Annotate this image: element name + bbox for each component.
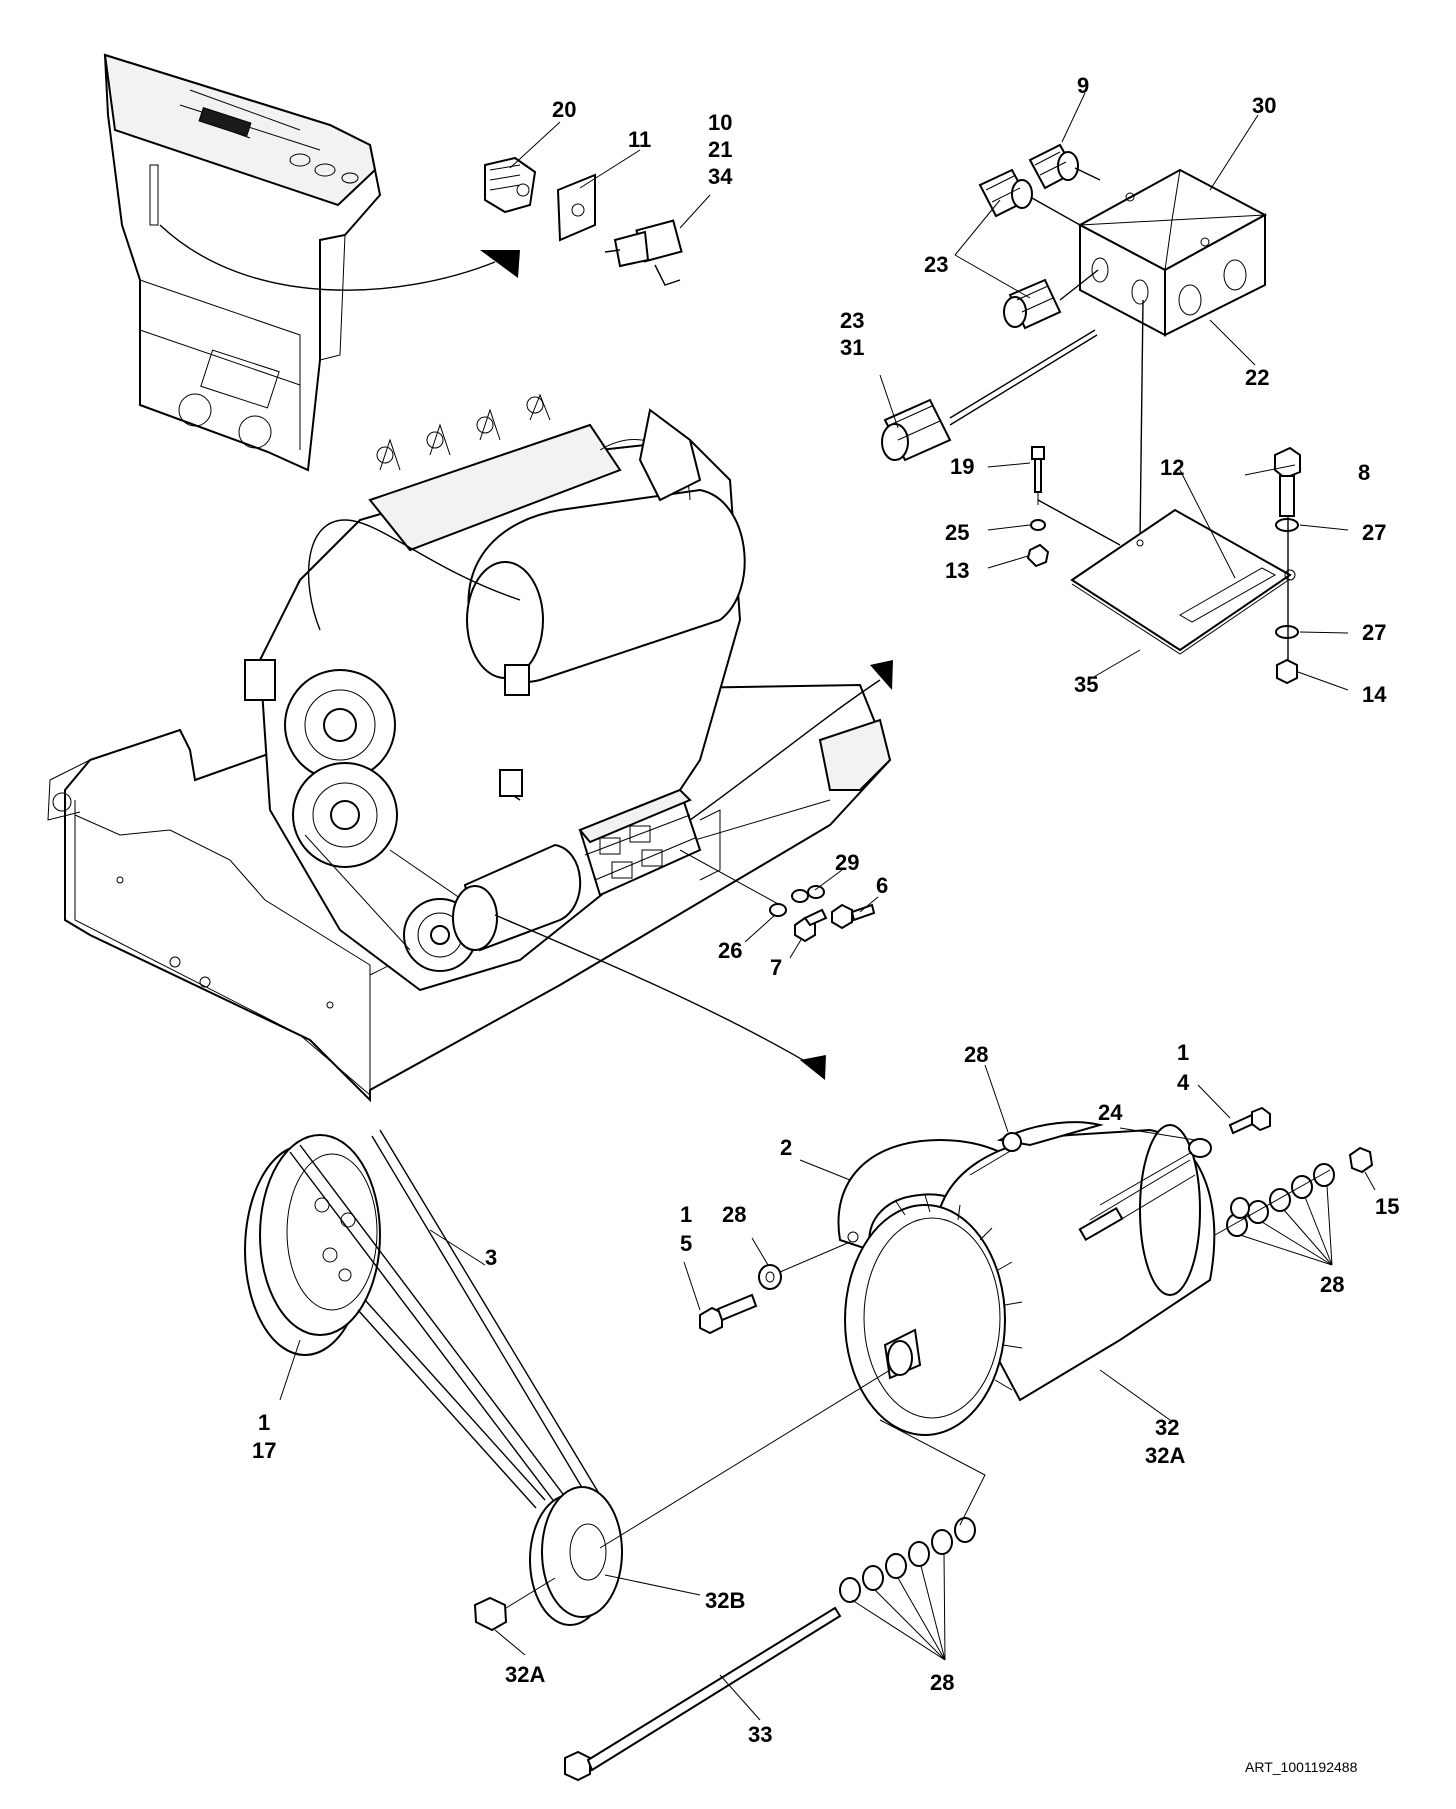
callout-11: 11 (628, 127, 651, 152)
callout-27-lower: 27 (1362, 620, 1386, 645)
callout-28-mid: 28 (722, 1202, 746, 1227)
callout-8: 8 (1358, 460, 1370, 485)
callout-17: 17 (252, 1438, 276, 1463)
callout-34: 34 (708, 164, 733, 189)
cable-gland-9 (1028, 143, 1101, 190)
callout-23-upper: 23 (924, 252, 948, 277)
callout-28-right: 28 (1320, 1272, 1344, 1297)
bolt-4 (1228, 1106, 1271, 1135)
cable-gland-23-upper (978, 168, 1081, 226)
callout-10: 10 (708, 110, 732, 135)
washer-29-a (791, 889, 809, 903)
bolt-5 (699, 1293, 758, 1335)
alternator-pulley-32B (529, 1486, 623, 1626)
callout-19: 19 (950, 454, 974, 479)
callout-20: 20 (552, 97, 576, 122)
leader-alternator-upper (969, 1149, 1193, 1206)
leaders-28-right (1239, 1185, 1333, 1266)
nut-14 (1276, 658, 1298, 685)
callout-24: 24 (1098, 1100, 1123, 1125)
toggle-switch-part (604, 219, 683, 286)
leader-arrow-panel (159, 224, 520, 291)
washer-28-top (1002, 1132, 1022, 1152)
washer-28-mid (758, 1264, 782, 1290)
drive-pulley-17 (244, 1134, 381, 1356)
leader-control-hardware (679, 849, 781, 906)
callout-33: 33 (748, 1722, 772, 1747)
cable-gland-23-lower (1003, 269, 1099, 330)
callout-32A-nut: 32A (505, 1662, 545, 1687)
control-panel-illustration (103, 53, 382, 472)
callout-1-bolt5: 1 (680, 1202, 692, 1227)
callout-leaders (279, 92, 1376, 1721)
washer-stack-28-right (1214, 1163, 1335, 1237)
callout-9: 9 (1077, 73, 1089, 98)
washer-25 (1030, 519, 1046, 531)
alternator-32 (844, 1121, 1216, 1436)
leaders-28-lower (851, 1553, 946, 1661)
leader-arrow-to-junction-box (689, 660, 893, 821)
bolt-7 (794, 908, 828, 943)
callout-13: 13 (945, 558, 969, 583)
callout-2: 2 (780, 1135, 792, 1160)
callout-14: 14 (1362, 682, 1387, 707)
callout-1-pulley: 1 (258, 1410, 270, 1435)
callout-4: 4 (1177, 1070, 1190, 1095)
leader-bolt-5 (779, 1241, 851, 1273)
washer-24 (1188, 1138, 1212, 1158)
callout-5: 5 (680, 1231, 692, 1256)
callout-1-top: 1 (1177, 1040, 1189, 1065)
callout-21: 21 (708, 137, 732, 162)
washer-27-upper (1275, 518, 1299, 532)
bolt-8 (1274, 446, 1301, 517)
callout-23-gland: 23 (840, 308, 864, 333)
washer-29-b (807, 885, 825, 899)
callout-29: 29 (835, 850, 859, 875)
cable-gland-31-with-wire (881, 329, 1098, 462)
washer-27-lower (1275, 625, 1299, 639)
callout-31: 31 (840, 335, 864, 360)
callout-32A-alternator: 32A (1145, 1443, 1185, 1468)
nut-13 (1026, 543, 1050, 568)
bolt-6 (831, 903, 876, 930)
clip-part-20 (484, 156, 537, 214)
nut-15 (1348, 1146, 1374, 1174)
callout-32B: 32B (705, 1588, 745, 1613)
mounting-plate-35 (1070, 508, 1296, 655)
leader-arrow-to-alternator (494, 914, 826, 1080)
callout-7: 7 (770, 955, 782, 980)
callout-15: 15 (1375, 1194, 1399, 1219)
engine-assembly (244, 393, 746, 992)
washer-stack-28-lower (839, 1419, 986, 1603)
callout-30: 30 (1252, 93, 1276, 118)
leader-nut-32A (505, 1577, 556, 1609)
washer-26 (769, 903, 787, 917)
callout-25: 25 (945, 520, 969, 545)
callout-35: 35 (1074, 672, 1098, 697)
junction-box-30 (1077, 168, 1268, 337)
v-belt-3 (289, 1129, 616, 1527)
callout-28-top: 28 (964, 1042, 988, 1067)
long-bolt-33 (564, 1606, 842, 1782)
nut-32A (473, 1596, 508, 1632)
callout-12: 12 (1160, 455, 1184, 480)
screw-19 (1031, 446, 1045, 505)
callout-27-upper: 27 (1362, 520, 1386, 545)
leader-box-vertical (1139, 299, 1144, 543)
callout-6: 6 (876, 873, 888, 898)
leader-screw-plate (1037, 499, 1121, 546)
callout-32: 32 (1155, 1415, 1179, 1440)
callout-26: 26 (718, 938, 742, 963)
callout-28-lower: 28 (930, 1670, 954, 1695)
art-code: ART_1001192488 (1245, 1759, 1358, 1775)
callout-3: 3 (485, 1245, 497, 1270)
callout-22: 22 (1245, 365, 1269, 390)
leader-shaft-to-pulley (599, 1369, 891, 1549)
plate-part-11 (556, 173, 596, 242)
